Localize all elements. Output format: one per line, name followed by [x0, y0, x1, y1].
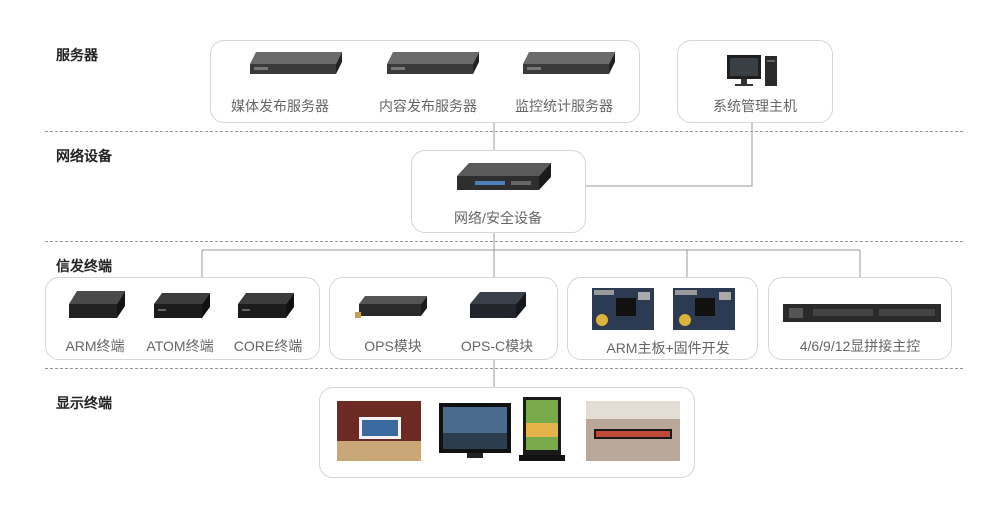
admin-host-label: 系统管理主机 [713, 98, 797, 114]
splice-controller-icon [783, 304, 941, 322]
network-security-device-icon [457, 163, 551, 190]
monitor-server-label: 监控统计服务器 [515, 98, 613, 114]
lcd-monitor-image [439, 403, 511, 458]
atom-terminal-icon [154, 293, 210, 318]
ops-c-module-icon [470, 292, 526, 318]
media-server-label: 媒体发布服务器 [231, 98, 329, 114]
arm-mainboard-icon-2 [673, 288, 735, 330]
tier-label-displays: 显示终端 [56, 395, 112, 411]
x86-terminal-group-box [45, 277, 320, 360]
ops-module-icon [355, 296, 427, 318]
tier-label-network: 网络设备 [56, 148, 112, 164]
arm-terminal-label: ARM终端 [65, 338, 125, 354]
arm-board-label: ARM主板+固件开发 [606, 340, 730, 356]
content-server-label: 内容发布服务器 [379, 98, 477, 114]
divider-network-players [45, 241, 963, 242]
arm-mainboard-icon-1 [592, 288, 654, 330]
ops-c-module-label: OPS-C模块 [460, 338, 534, 354]
atom-terminal-label: ATOM终端 [146, 338, 214, 354]
stretched-bar-display-image [586, 401, 680, 461]
ops-module-group-box [329, 277, 558, 360]
divider-players-displays [45, 368, 963, 369]
core-terminal-icon [238, 293, 294, 318]
divider-servers-network [45, 131, 963, 132]
monitor-server-icon [523, 52, 615, 74]
core-terminal-label: CORE终端 [233, 338, 303, 354]
tier-label-players: 信发终端 [56, 258, 112, 274]
network-security-label: 网络/安全设备 [454, 210, 542, 226]
tier-label-servers: 服务器 [56, 47, 98, 63]
media-server-icon [250, 52, 342, 74]
splice-controller-label: 4/6/9/12显拼接主控 [799, 338, 921, 354]
retail-shelf-display-image [337, 401, 421, 461]
admin-host-box [677, 40, 833, 123]
content-server-icon [387, 52, 479, 74]
arm-terminal-icon [69, 291, 125, 318]
ops-module-label: OPS模块 [364, 338, 422, 354]
desktop-computer-icon [727, 55, 777, 86]
kiosk-display-image [519, 397, 565, 461]
